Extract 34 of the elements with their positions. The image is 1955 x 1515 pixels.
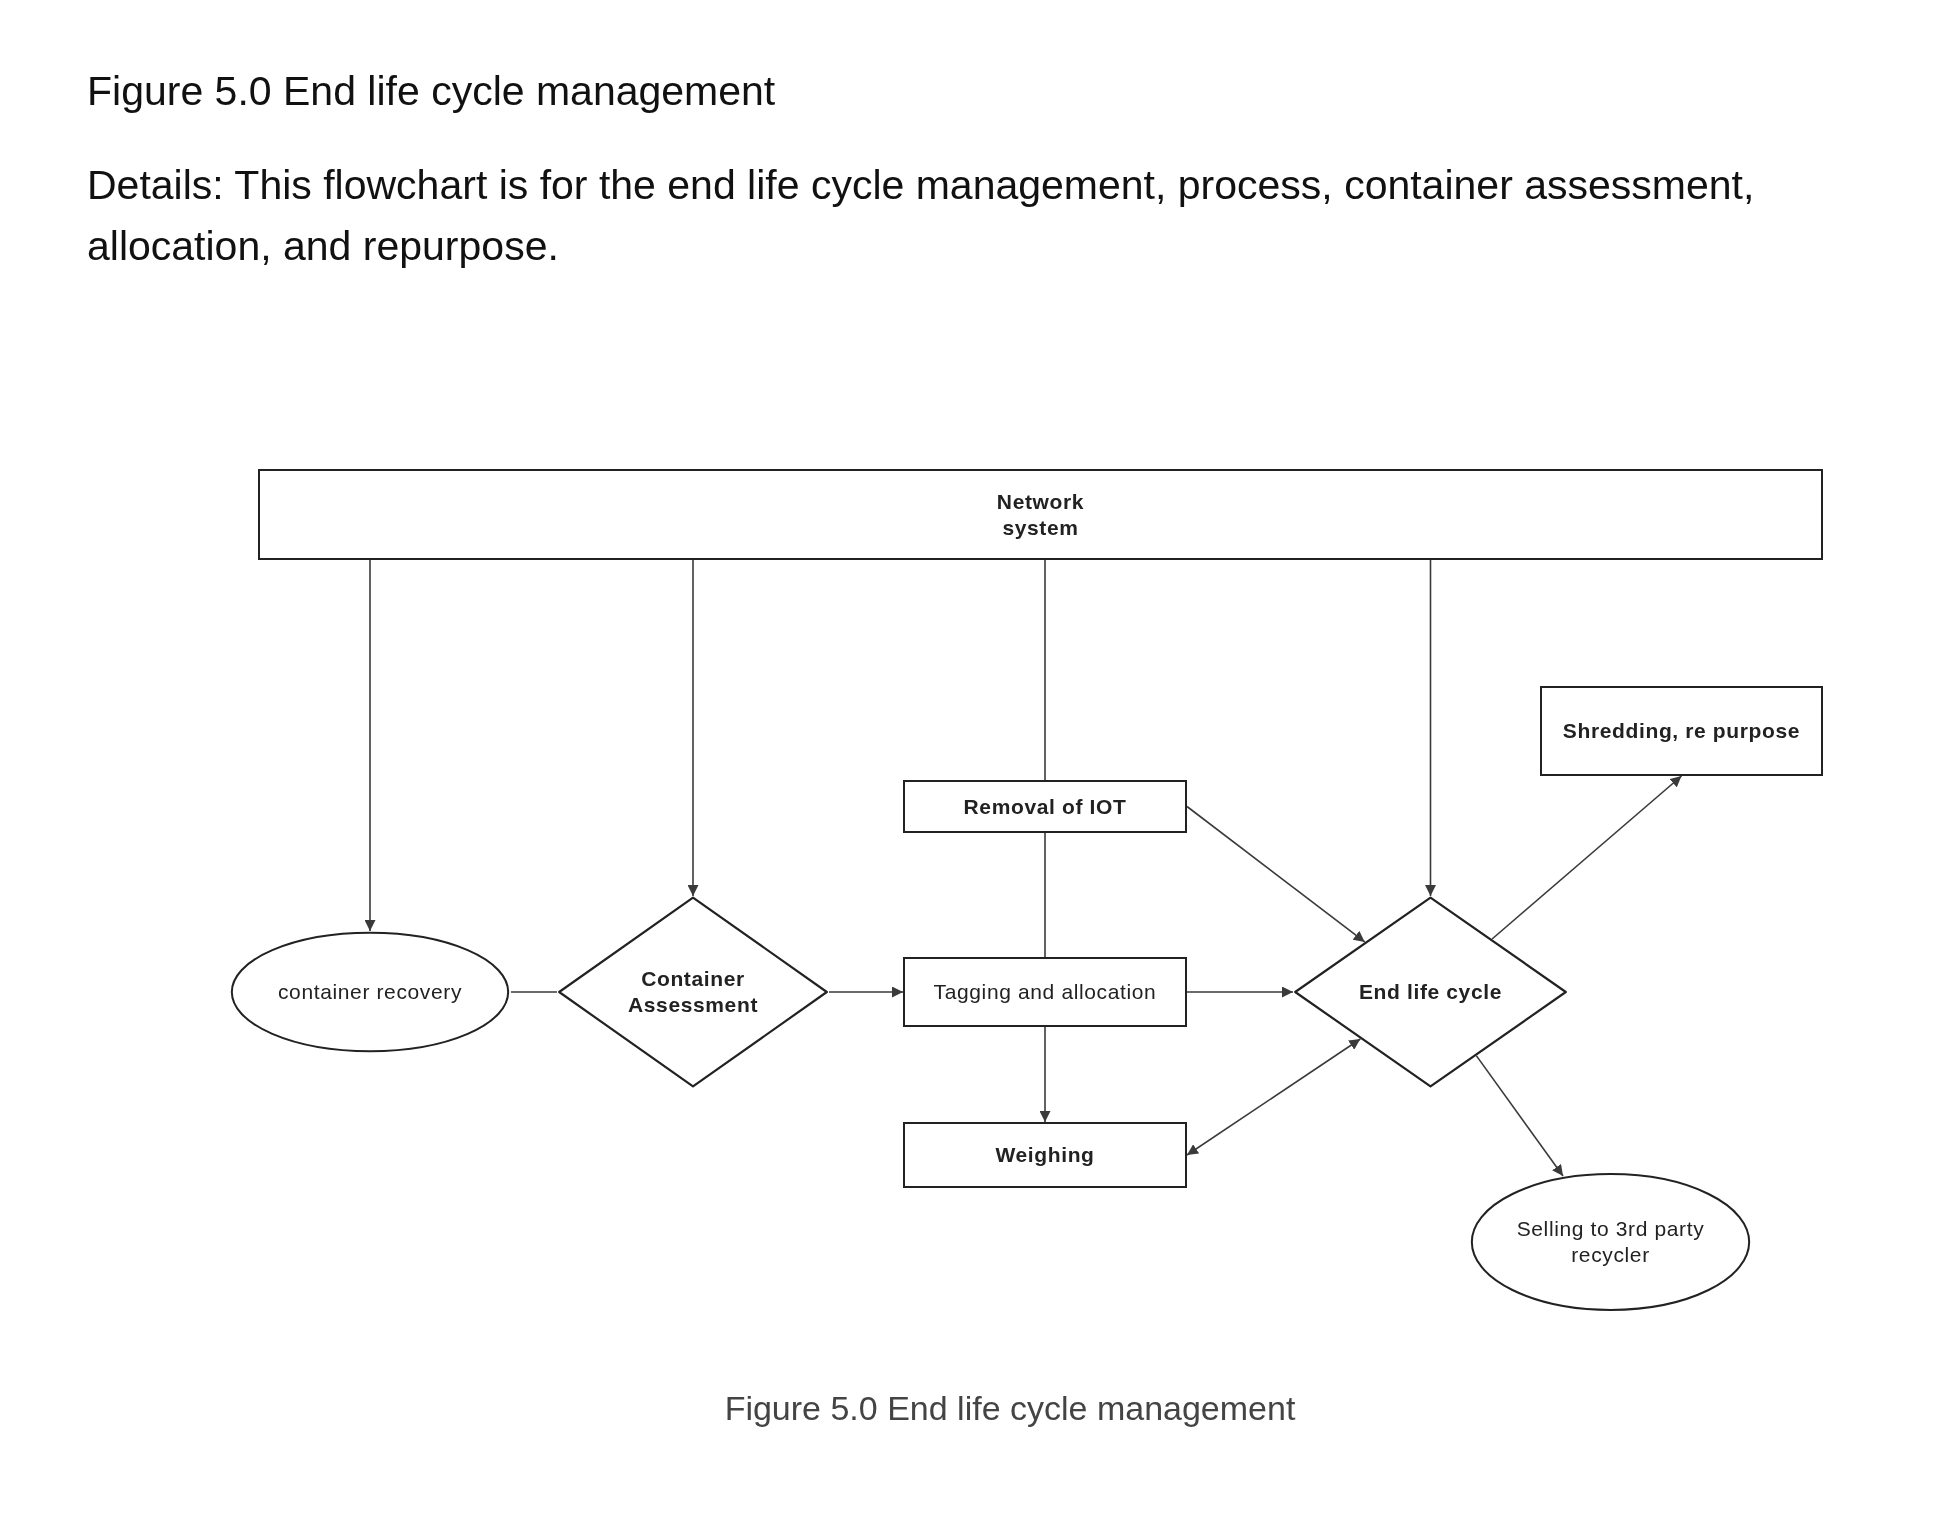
arrow — [687, 559, 699, 897]
process-box — [258, 469, 1823, 560]
step-label: container recovery — [277, 979, 463, 1005]
connector-line — [1044, 559, 1046, 781]
step-label: Weighing — [995, 1142, 1095, 1168]
figure-title: Figure 5.0 End life cycle management — [87, 67, 776, 116]
terminal-ellipse — [229, 931, 511, 1053]
step-label: Shredding, re purpose — [1562, 718, 1801, 744]
process-box — [1540, 686, 1823, 776]
figure-caption: Figure 5.0 End life cycle management — [724, 1388, 1296, 1428]
step-label: End life cycle — [1358, 979, 1502, 1005]
arrow — [1039, 1026, 1051, 1123]
terminal-ellipse — [1469, 1172, 1752, 1312]
step-label: Selling to 3rd party recycler — [1515, 1216, 1706, 1268]
arrow — [1491, 775, 1683, 940]
connector-line — [1044, 832, 1046, 958]
process-box — [903, 957, 1187, 1027]
arrow — [1425, 559, 1436, 897]
step-label: Container Assessment — [626, 966, 759, 1018]
arrow — [1186, 986, 1294, 998]
connector-line — [510, 991, 558, 993]
process-box — [903, 1122, 1187, 1188]
step-label: Tagging and allocation — [933, 979, 1157, 1005]
arrow — [828, 986, 904, 998]
description-text: Details: This flowchart is for the end life cycle management, process, container assessment, allocation, and repurpose. — [87, 161, 1756, 271]
decision-diamond — [1293, 896, 1568, 1088]
arrow — [1475, 1055, 1564, 1177]
process-box — [903, 780, 1187, 833]
arrow — [364, 559, 376, 932]
arrow — [1186, 805, 1366, 943]
decision-diamond — [557, 896, 829, 1088]
step-label: Removal of IOT — [963, 793, 1127, 820]
arrow — [1186, 1038, 1362, 1156]
step-label: Network system — [995, 488, 1086, 541]
